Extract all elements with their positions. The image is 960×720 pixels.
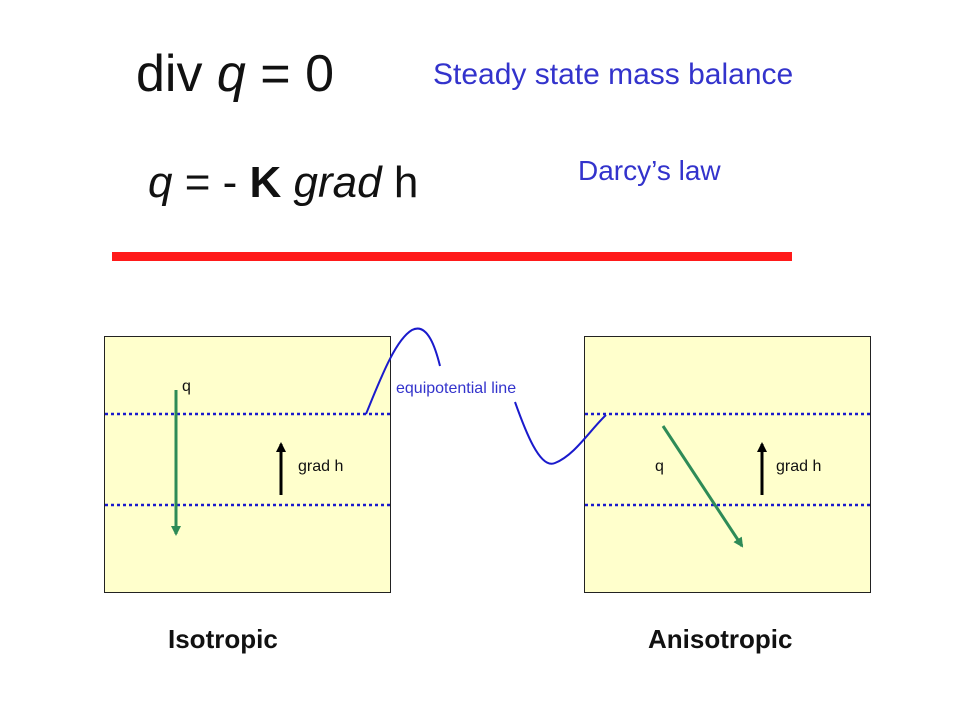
anisotropic-medium-box [584, 336, 871, 593]
isotropic-caption: Isotropic [168, 624, 278, 654]
flux-arrow-aniso [661, 425, 744, 548]
darcy-equation: q = - K grad h [148, 158, 419, 207]
darcy-law-note: Darcy’s law [578, 155, 721, 186]
equipotential-line-label: equipotential line [396, 380, 517, 397]
mass-balance-note: Steady state mass balance [433, 58, 794, 91]
anisotropic-caption: Anisotropic [648, 624, 793, 654]
isotropic-medium-box [104, 336, 391, 593]
equipotential-callout-right [514, 401, 607, 465]
gradient-label-aniso: grad h [776, 458, 822, 475]
flux-label-aniso: q [655, 458, 664, 475]
divider-line [112, 252, 792, 261]
gradient-label-iso: grad h [298, 458, 344, 475]
mass-balance-equation: div q = 0 [136, 45, 335, 103]
equipotential-callout-left [365, 327, 441, 415]
flux-label-iso: q [182, 378, 191, 395]
